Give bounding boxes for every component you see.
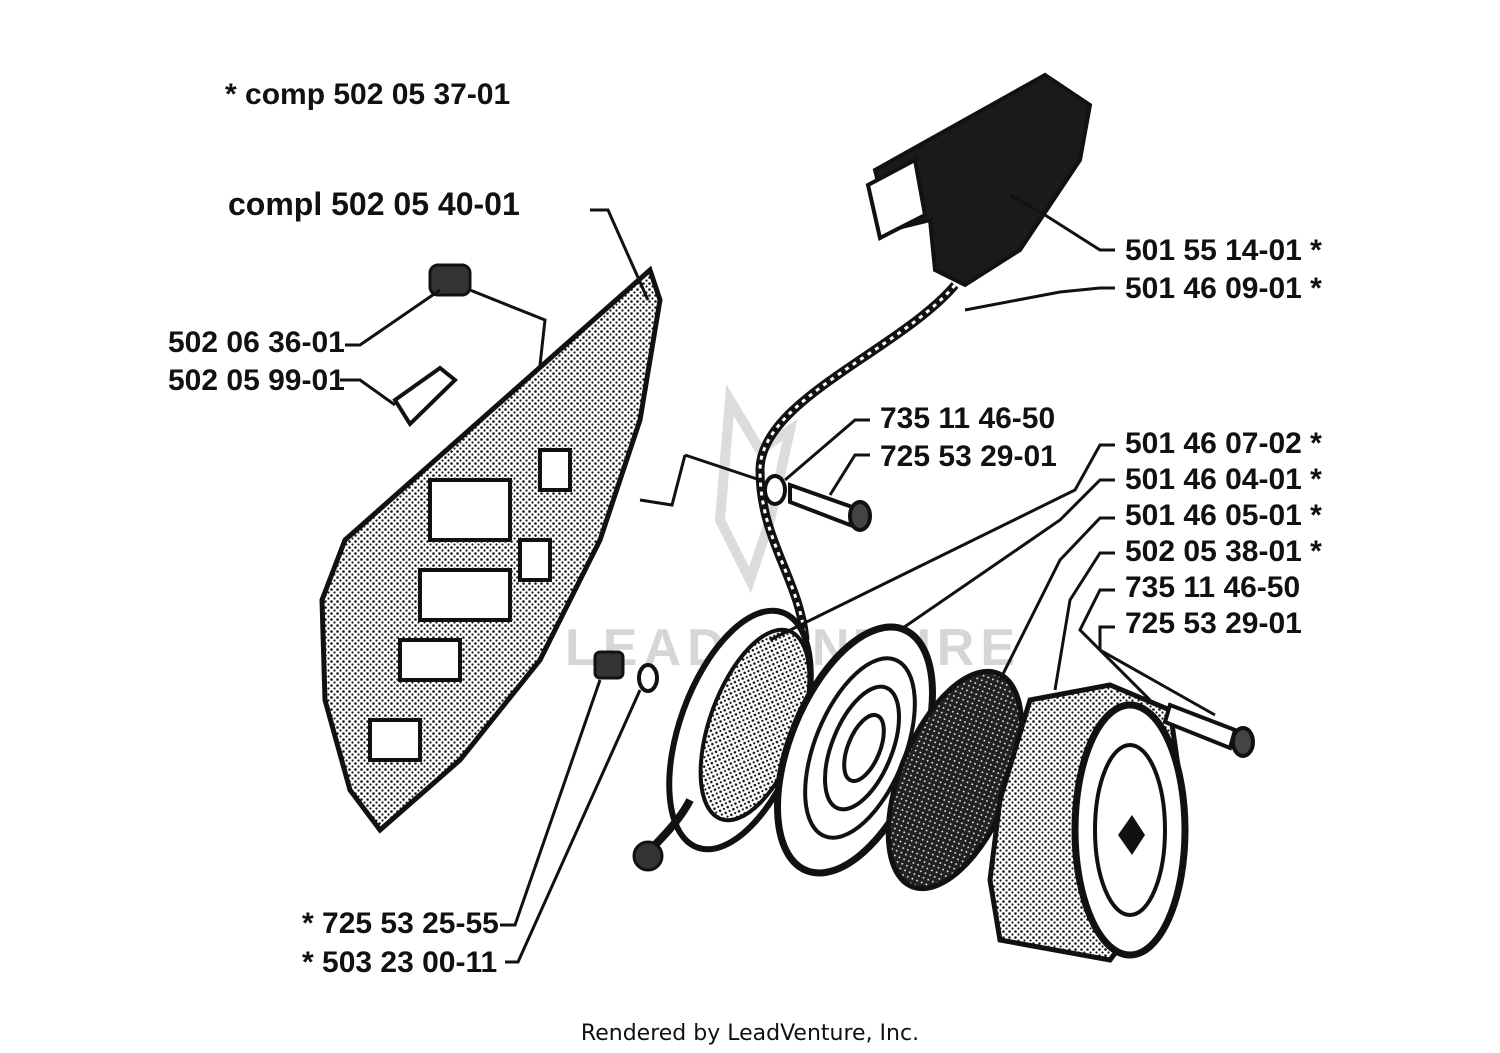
label-501-46-07-02: 501 46 07-02 * bbox=[1125, 427, 1322, 460]
footer-credit: Rendered by LeadVenture, Inc. bbox=[581, 1021, 919, 1046]
label-501-46-05-01: 501 46 05-01 * bbox=[1125, 499, 1322, 532]
screw-502-06-36-01 bbox=[428, 263, 472, 297]
label-725-53-25-55: * 725 53 25-55 bbox=[302, 907, 499, 940]
compl-label: compl 502 05 40-01 bbox=[228, 186, 520, 222]
label-725-53-29-01: 725 53 29-01 bbox=[880, 440, 1057, 473]
leader-lines bbox=[340, 193, 1216, 964]
screw-735-11-46-50-right bbox=[1162, 702, 1255, 758]
label-735-11-46-50-right: 735 11 46-50 bbox=[1125, 571, 1300, 604]
label-502-05-38-01: 502 05 38-01 * bbox=[1125, 535, 1322, 568]
comp-note: * comp 502 05 37-01 bbox=[225, 78, 510, 111]
screw-735-11-46-50 bbox=[763, 474, 872, 532]
starter-handle bbox=[865, 72, 1093, 288]
label-502-06-36-01: 502 06 36-01 bbox=[168, 326, 345, 359]
label-501-46-04-01: 501 46 04-01 * bbox=[1125, 463, 1322, 496]
label-501-46-09-01: 501 46 09-01 * bbox=[1125, 272, 1322, 305]
label-735-11-46-50: 735 11 46-50 bbox=[880, 402, 1055, 435]
label-725-53-29-01-right: 725 53 29-01 bbox=[1125, 607, 1302, 640]
starter-housing bbox=[319, 265, 663, 834]
label-503-23-00-11: * 503 23 00-11 bbox=[302, 946, 497, 979]
label-502-05-99-01: 502 05 99-01 bbox=[168, 364, 345, 397]
label-501-55-14-01: 501 55 14-01 * bbox=[1125, 234, 1322, 267]
screw-725-53-25-55 bbox=[593, 650, 659, 693]
starter-cover bbox=[987, 682, 1189, 963]
pin-502-05-99-01 bbox=[392, 365, 459, 428]
